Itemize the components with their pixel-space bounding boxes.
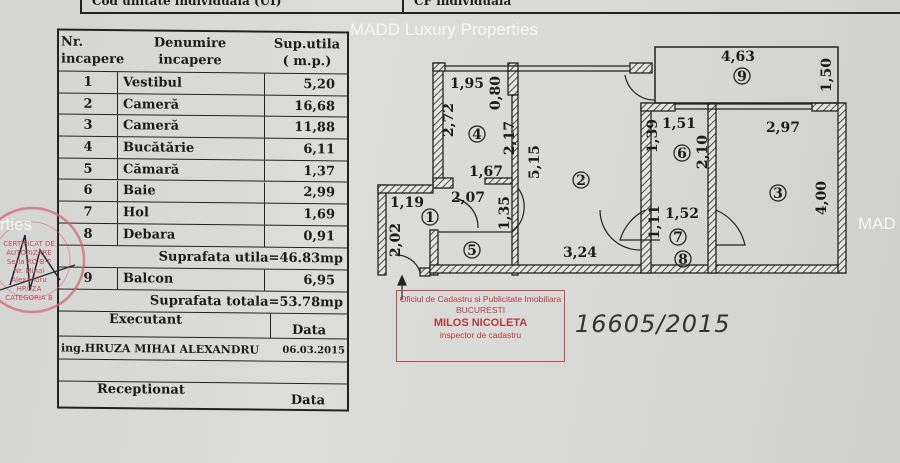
dim-room3-width: 2,97 xyxy=(766,120,800,136)
dim-bath-width: 1,51 xyxy=(662,116,696,132)
top-header-strip: Cod unitate individuala (UI) CF individu… xyxy=(80,0,900,14)
watermark-right: MAD xyxy=(858,214,896,233)
dim-vestibule-height: 2,02 xyxy=(388,223,404,257)
room-4-label: 4 xyxy=(472,127,482,143)
stamp-inspector-name: MILOS NICOLETA xyxy=(433,317,528,329)
authorization-stamp-text: CERTIFICAT DE AUTORIZARE Seria RO-B-F Nr… xyxy=(3,240,55,302)
dim-kitchen-2-17: 2,17 xyxy=(502,121,518,155)
dim-kitchen-width: 1,95 xyxy=(450,76,484,92)
dim-kitchen-height: 2,72 xyxy=(441,103,457,137)
watermark-left: rties xyxy=(0,215,33,234)
dim-kitchen-0-80: 0,80 xyxy=(488,76,504,110)
authorization-stamp xyxy=(0,206,86,314)
dim-bath-1-39: 1,39 xyxy=(645,119,661,153)
windows-doors xyxy=(394,46,839,300)
dim-kitchen-bottom: 1,67 xyxy=(469,164,503,180)
dim-pantry-height: 1,35 xyxy=(497,196,513,230)
room-3-label: 3 xyxy=(773,186,783,202)
dim-hall-width: 1,52 xyxy=(665,206,699,222)
dim-balcony-width: 4,63 xyxy=(721,49,755,65)
dim-room3-height: 4,00 xyxy=(814,181,830,215)
watermark-center: MADD Luxury Properties xyxy=(350,20,539,39)
dim-hall-height: 1,11 xyxy=(647,205,663,239)
room-5-label: 5 xyxy=(467,243,477,259)
room-number-circles xyxy=(421,67,787,268)
room-9-label: 9 xyxy=(737,69,747,85)
dim-balcony-depth: 1,50 xyxy=(819,58,835,92)
dim-bath-height: 2,10 xyxy=(695,135,711,169)
room-7-label: 7 xyxy=(673,230,683,246)
cadastre-stamp: Oficiul de Cadastru si Publicitate Imobi… xyxy=(396,290,565,362)
dim-room2-height: 5,15 xyxy=(527,145,543,179)
room-1-label: 1 xyxy=(425,210,435,226)
ui-code-label: Cod unitate individuala (UI) xyxy=(82,0,404,12)
handwritten-registration-number: 16605/2015 xyxy=(575,310,731,338)
room-6-label: 6 xyxy=(677,146,687,162)
dim-room2-width: 3,24 xyxy=(563,245,597,261)
stamp-office: Oficiul de Cadastru si Publicitate Imobi… xyxy=(399,294,562,304)
stamp-role: inspector de cadastru xyxy=(439,330,522,340)
room-2-label: 2 xyxy=(576,173,586,189)
dim-vestibule-width: 1,19 xyxy=(390,195,424,211)
cf-label: CF individuala xyxy=(414,0,512,8)
stamp-city: BUCURESTI xyxy=(455,305,506,315)
walls xyxy=(377,62,847,277)
dim-vestibule-2-07: 2,07 xyxy=(451,190,485,206)
room-8-label: 8 xyxy=(678,252,688,268)
